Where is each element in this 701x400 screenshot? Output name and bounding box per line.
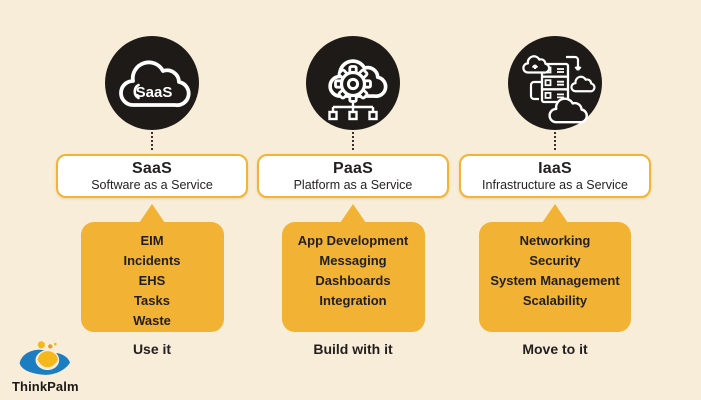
saas-title: SaaS: [132, 160, 172, 177]
column-saas: SaaS SaaS Software as a Service EIM Inci…: [56, 36, 248, 357]
saas-title-box: SaaS Software as a Service: [56, 154, 248, 198]
saas-subtitle: Software as a Service: [91, 178, 213, 192]
list-item: System Management: [490, 273, 620, 288]
iaas-title: IaaS: [538, 160, 572, 177]
column-paas: PaaS Platform as a Service App Developme…: [257, 36, 449, 357]
list-item: Scalability: [522, 293, 588, 308]
list-item: Integration: [319, 293, 387, 308]
paas-title: PaaS: [333, 160, 373, 177]
iaas-subtitle: Infrastructure as a Service: [482, 178, 628, 192]
list-item: Waste: [133, 313, 171, 328]
saas-feature-list: EIM Incidents EHS Tasks Waste: [80, 222, 224, 332]
iaas-action-label: Move to it: [522, 341, 588, 357]
paas-title-box: PaaS Platform as a Service: [257, 154, 449, 198]
list-item: Incidents: [123, 253, 181, 268]
saas-icon-label: SaaS: [136, 84, 173, 101]
dotted-connector: [352, 132, 354, 150]
saas-action-label: Use it: [132, 341, 172, 357]
dotted-connector: [151, 132, 153, 150]
list-item: Messaging: [319, 253, 387, 268]
iaas-cloud-server-icon: [508, 36, 602, 130]
column-iaas: IaaS Infrastructure as a Service Network…: [459, 36, 651, 357]
list-item: Dashboards: [315, 273, 391, 288]
saas-cloud-icon: SaaS: [105, 36, 199, 130]
paas-feature-list: App Development Messaging Dashboards Int…: [281, 222, 425, 332]
list-item: Networking: [519, 233, 591, 248]
callout-pointer: [139, 204, 165, 223]
callout-pointer: [542, 204, 568, 223]
thinkpalm-logo-text: ThinkPalm: [12, 379, 79, 394]
thinkpalm-logo: ThinkPalm: [12, 338, 102, 394]
paas-action-label: Build with it: [313, 341, 393, 357]
list-item: Security: [529, 253, 581, 268]
list-item: EIM: [140, 233, 164, 248]
callout-pointer: [340, 204, 366, 223]
dotted-connector: [554, 132, 556, 150]
list-item: App Development: [297, 233, 409, 248]
thinkpalm-logo-icon: [19, 341, 71, 375]
paas-subtitle: Platform as a Service: [293, 178, 413, 192]
paas-cloud-gear-icon: [306, 36, 400, 130]
iaas-feature-list: Networking Security System Management Sc…: [479, 222, 631, 332]
list-item: Tasks: [134, 293, 170, 308]
list-item: EHS: [138, 273, 166, 288]
iaas-title-box: IaaS Infrastructure as a Service: [459, 154, 651, 198]
